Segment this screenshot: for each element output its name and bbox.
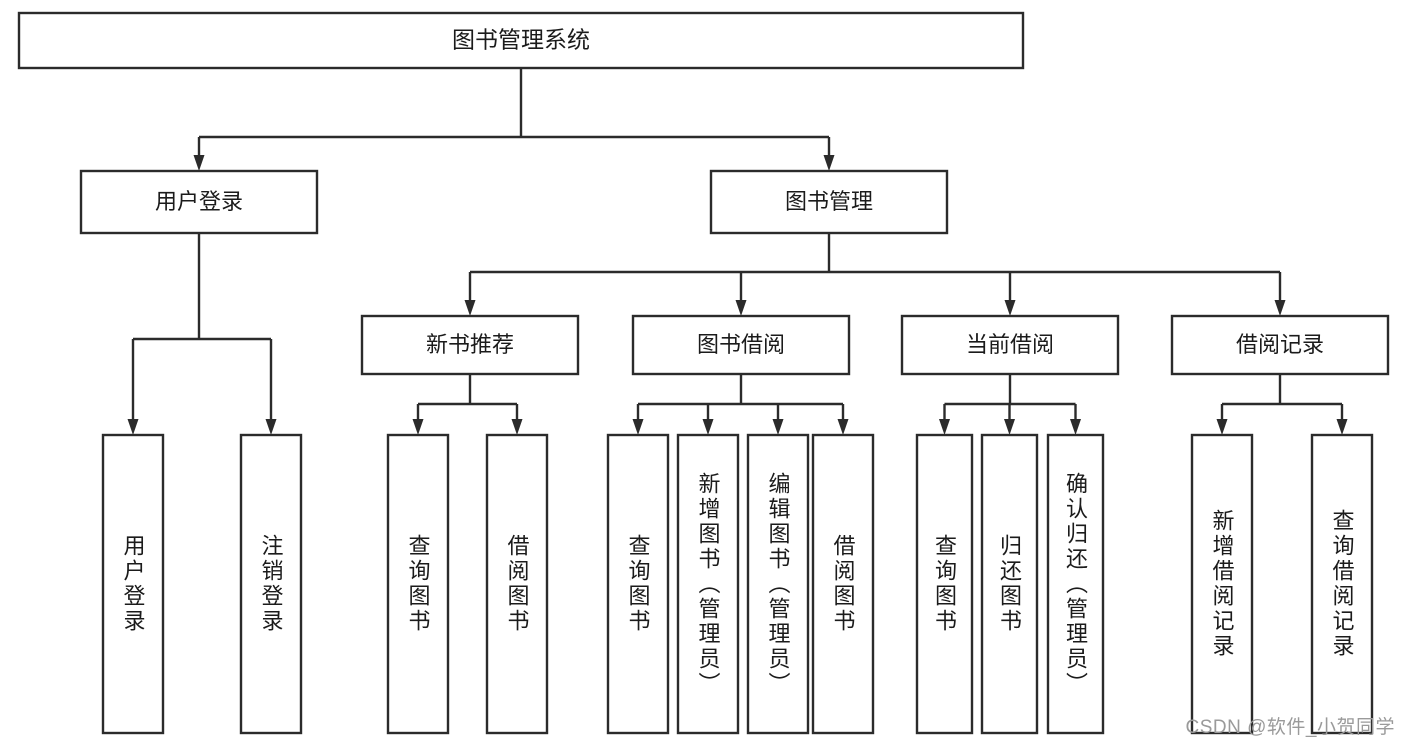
arrow-head-icon — [511, 419, 523, 435]
box-label: 新书推荐 — [426, 332, 514, 357]
box-outline — [1190, 433, 1254, 735]
arrow-head-icon — [1216, 419, 1228, 435]
connector-layer — [127, 68, 1348, 435]
leaf-node-leaf-add-book-admin[interactable] — [676, 433, 740, 735]
arrow-head-icon — [1336, 419, 1348, 435]
box-outline — [360, 314, 580, 376]
box-outline — [79, 169, 319, 235]
box-outline — [811, 433, 875, 735]
arrow-head-icon — [412, 419, 424, 435]
arrow-head-icon — [127, 419, 139, 435]
box-label: 用户登录 — [155, 189, 243, 214]
arrow-head-icon — [772, 419, 784, 435]
arrow-head-icon — [837, 419, 849, 435]
node-book-manage[interactable]: 图书管理 — [709, 169, 949, 235]
arrow-head-icon — [823, 155, 835, 171]
node-borrow-record[interactable]: 借阅记录 — [1170, 314, 1390, 376]
box-outline — [386, 433, 450, 735]
box-outline — [915, 433, 974, 735]
arrow-head-icon — [939, 419, 950, 435]
leaf-node-leaf-query-book-2[interactable] — [606, 433, 670, 735]
arrow-head-icon — [1004, 419, 1015, 435]
box-outline — [900, 314, 1120, 376]
box-outline — [746, 433, 810, 735]
node-book-borrow[interactable]: 图书借阅 — [631, 314, 851, 376]
arrow-head-icon — [193, 155, 205, 171]
box-outline — [485, 433, 549, 735]
box-outline — [1046, 433, 1105, 735]
box-label: 图书管理系统 — [452, 27, 590, 53]
leaf-node-leaf-query-book-3[interactable] — [915, 433, 974, 735]
node-current-borrow[interactable]: 当前借阅 — [900, 314, 1120, 376]
leaf-node-leaf-return-book[interactable] — [980, 433, 1039, 735]
box-label: 图书管理 — [785, 189, 873, 214]
box-outline — [606, 433, 670, 735]
box-outline — [709, 169, 949, 235]
leaf-node-leaf-query-book-1[interactable] — [386, 433, 450, 735]
box-label: 借阅记录 — [1236, 332, 1324, 357]
box-outline — [17, 11, 1025, 70]
arrow-head-icon — [265, 419, 277, 435]
arrow-head-icon — [702, 419, 714, 435]
node-new-book-recommend[interactable]: 新书推荐 — [360, 314, 580, 376]
leaf-node-leaf-edit-book-admin[interactable] — [746, 433, 810, 735]
watermark-text: CSDN @软件_小贺同学 — [1185, 717, 1395, 738]
arrow-head-icon — [1274, 300, 1286, 316]
leaf-node-leaf-user-login[interactable] — [101, 433, 165, 735]
arrow-head-icon — [632, 419, 644, 435]
arrow-head-icon — [735, 300, 747, 316]
leaf-node-leaf-confirm-return[interactable] — [1046, 433, 1105, 735]
box-label: 图书借阅 — [697, 332, 785, 357]
box-outline — [676, 433, 740, 735]
box-outline — [631, 314, 851, 376]
box-outline — [239, 433, 303, 735]
arrow-head-icon — [464, 300, 476, 316]
leaf-node-leaf-borrow-book-2[interactable] — [811, 433, 875, 735]
box-outline — [101, 433, 165, 735]
leaf-node-leaf-add-record[interactable] — [1190, 433, 1254, 735]
leaf-node-leaf-user-logout[interactable] — [239, 433, 303, 735]
box-outline — [980, 433, 1039, 735]
box-label: 当前借阅 — [966, 332, 1054, 357]
arrow-head-icon — [1004, 300, 1016, 316]
arrow-head-icon — [1070, 419, 1081, 435]
node-root[interactable]: 图书管理系统 — [17, 11, 1025, 70]
leaf-node-leaf-borrow-book-1[interactable] — [485, 433, 549, 735]
box-outline — [1170, 314, 1390, 376]
leaf-node-leaf-query-record[interactable] — [1310, 433, 1374, 735]
node-user-login[interactable]: 用户登录 — [79, 169, 319, 235]
box-outline — [1310, 433, 1374, 735]
